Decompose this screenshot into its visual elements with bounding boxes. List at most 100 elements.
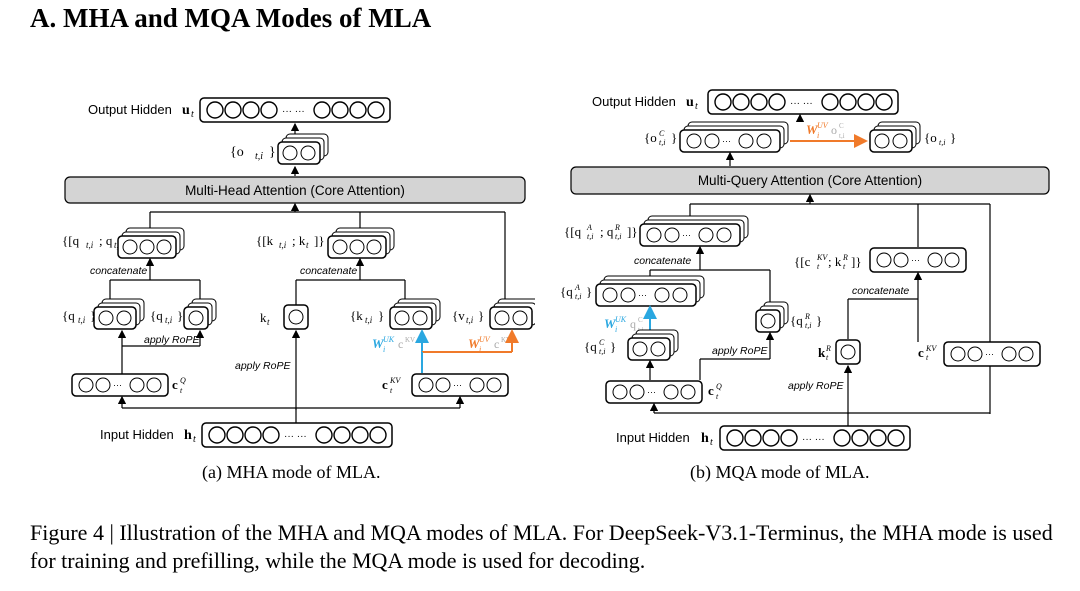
svg-text:t,i: t,i [805, 321, 811, 330]
mha-output-label: Output Hidden [88, 102, 172, 117]
mha-caption: (a) MHA mode of MLA. [202, 462, 381, 482]
svg-text:··· ···: ··· ··· [282, 106, 305, 117]
mqa-cq-label: c [708, 383, 714, 398]
svg-text:t,i: t,i [86, 240, 94, 250]
svg-text:; q: ; q [600, 224, 614, 239]
mha-q-concat-stack [117, 227, 185, 259]
svg-text:t,i: t,i [587, 232, 593, 241]
svg-text:concatenate: concatenate [90, 265, 147, 277]
mha-qr-label: {q [150, 308, 163, 323]
svg-text:KV: KV [816, 253, 828, 262]
svg-text:}: } [478, 308, 484, 323]
svg-text:··· ···: ··· ··· [284, 431, 307, 442]
svg-text:t,i: t,i [279, 240, 287, 250]
mha-k-concat-stack [327, 227, 395, 259]
svg-text:apply RoPE: apply RoPE [235, 360, 291, 372]
svg-text:t,i: t,i [939, 138, 945, 147]
svg-text:]}: ]} [314, 233, 325, 248]
svg-text:i: i [615, 325, 617, 334]
svg-text:t: t [826, 353, 829, 362]
mha-o-label: {o [230, 145, 244, 160]
svg-text:t,i: t,i [659, 138, 665, 147]
svg-text:···: ··· [682, 230, 691, 240]
svg-text:t: t [191, 109, 194, 120]
svg-text:A: A [586, 223, 592, 232]
mha-q-concat-label: {[q [62, 233, 80, 248]
svg-text:; q: ; q [99, 233, 113, 248]
mqa-qr-label: {q [790, 313, 803, 328]
mha-vc-label: {v [452, 308, 465, 323]
svg-text:apply RoPE: apply RoPE [788, 380, 844, 392]
mha-wuk-label: W [372, 336, 385, 351]
svg-text:u: u [686, 95, 694, 110]
svg-text:]}: ]} [851, 254, 862, 269]
svg-text:C: C [638, 316, 643, 324]
svg-text:A: A [574, 283, 580, 292]
mqa-ckv-label: c [918, 345, 924, 360]
svg-text:; k: ; k [828, 254, 842, 269]
mqa-qa-qr-label: {[q [564, 224, 582, 239]
svg-text:t: t [193, 434, 196, 445]
mha-kc-stack [389, 298, 441, 330]
mqa-qa-stack: ··· [595, 275, 705, 307]
svg-text:R: R [804, 312, 810, 321]
svg-text:}: } [90, 308, 96, 323]
mqa-input-label: Input Hidden [616, 430, 690, 445]
svg-text:t: t [926, 353, 929, 362]
svg-text:}: } [610, 339, 616, 354]
mqa-oc-stack: ··· [679, 121, 789, 153]
svg-text:t,i: t,i [839, 132, 845, 140]
mqa-oc-label: {o [644, 130, 657, 145]
svg-text:··· ···: ··· ··· [790, 98, 813, 109]
svg-text:Q: Q [180, 376, 186, 385]
svg-text:t: t [710, 437, 713, 448]
svg-text:]}: ]} [627, 224, 638, 239]
svg-text:R: R [825, 344, 831, 353]
svg-text:Multi-Query Attention (Core At: Multi-Query Attention (Core Attention) [698, 173, 922, 188]
figure-caption: Figure 4 | Illustration of the MHA and M… [30, 520, 1053, 573]
mha-diagram: Output Hidden u t ··· ··· {o t,i } Multi… [60, 90, 535, 455]
mha-input-label: Input Hidden [100, 427, 174, 442]
svg-text:t,i: t,i [575, 292, 581, 301]
mqa-qa-qr-stack: ··· [639, 215, 749, 247]
svg-text:i: i [479, 345, 481, 354]
mha-k-concat-label: {[k [256, 233, 274, 248]
svg-text:···: ··· [722, 136, 731, 146]
svg-text:}: } [816, 313, 822, 328]
svg-text:t,i: t,i [599, 347, 605, 356]
svg-text:t: t [267, 317, 270, 327]
svg-text:t,i: t,i [615, 232, 621, 241]
svg-text:t,i: t,i [78, 315, 86, 325]
mha-qc-stack [93, 298, 145, 330]
svg-text:t: t [716, 392, 719, 401]
svg-text:i: i [817, 131, 819, 140]
mqa-qc-stack [627, 329, 679, 361]
mqa-caption: (b) MQA mode of MLA. [690, 462, 870, 482]
svg-text:UV: UV [817, 121, 829, 130]
svg-text:KV: KV [405, 336, 415, 344]
svg-text:}: } [177, 308, 183, 323]
mqa-o-stack [869, 121, 921, 153]
svg-text:R: R [614, 223, 620, 232]
svg-text:Multi-Head Attention (Core Att: Multi-Head Attention (Core Attention) [185, 183, 405, 198]
svg-text:c: c [494, 337, 499, 351]
svg-text:t,i: t,i [255, 151, 263, 162]
mqa-qr-stack [755, 301, 789, 333]
svg-text:···: ··· [647, 387, 656, 397]
svg-text:KV: KV [501, 336, 511, 344]
svg-text:t: t [306, 240, 309, 250]
svg-text:h: h [184, 428, 192, 443]
svg-text:t,i: t,i [466, 315, 474, 325]
svg-text:concatenate: concatenate [634, 255, 691, 267]
mha-kc-label: {k [350, 308, 363, 323]
svg-text:}: } [671, 130, 677, 145]
svg-text:t: t [817, 262, 820, 271]
svg-text:}: } [269, 145, 276, 160]
mqa-diagram: Output Hidden u t ··· ··· {o C t,i } ···… [560, 84, 1060, 454]
svg-text:t: t [843, 262, 846, 271]
mha-o-stack [277, 133, 329, 165]
svg-text:KV: KV [389, 376, 401, 385]
mha-qr-stack [183, 298, 217, 330]
svg-text:··· ···: ··· ··· [802, 434, 825, 445]
mqa-qa-label: {q [560, 284, 573, 299]
